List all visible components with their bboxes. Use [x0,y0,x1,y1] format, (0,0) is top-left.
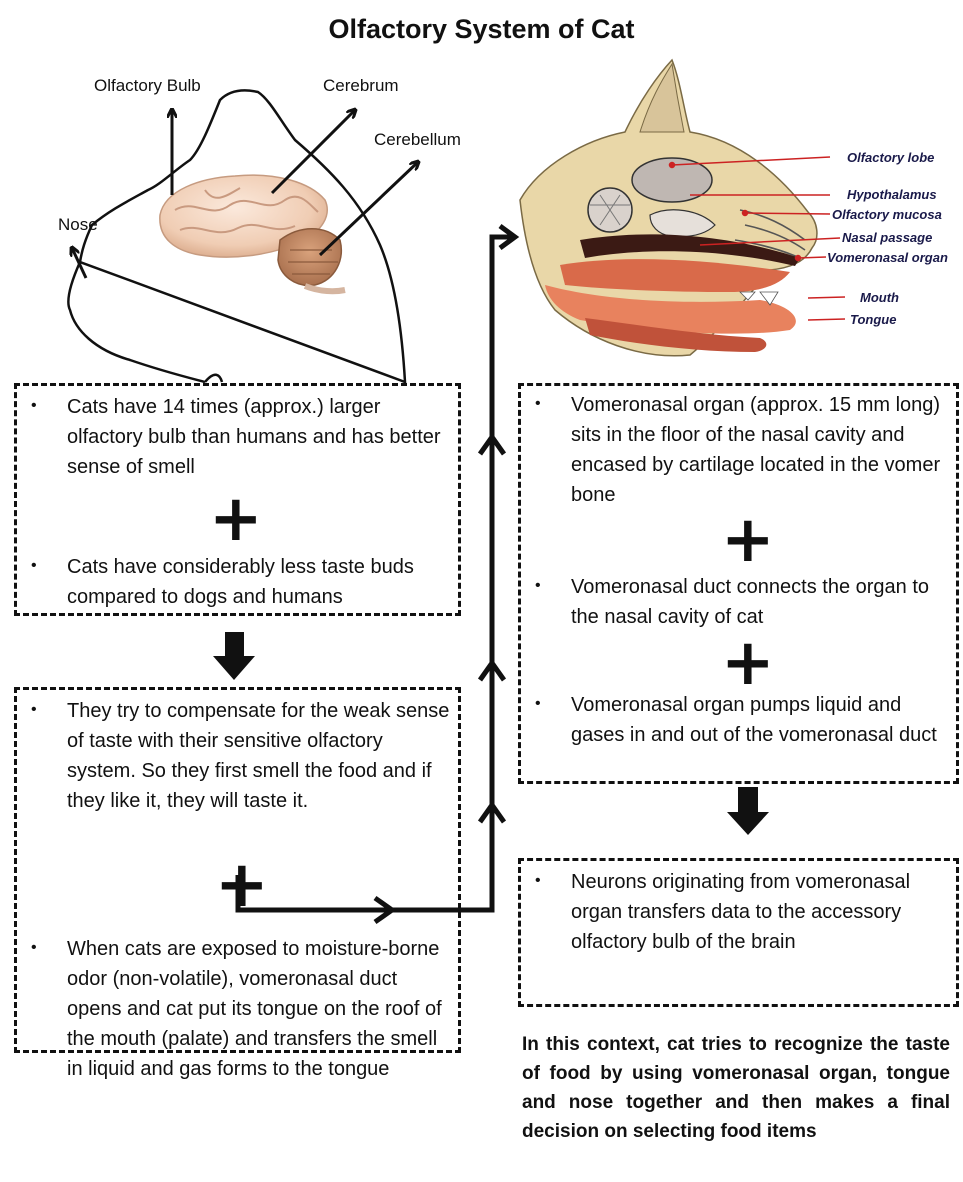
down-arrow-left [213,632,255,680]
box3-item2: Vomeronasal duct connects the organ to t… [571,572,951,632]
vomeronasal-organ-label: Vomeronasal organ [827,250,948,265]
bullet: • [535,873,541,889]
tongue-label: Tongue [850,312,896,327]
conclusion-text: In this context, cat tries to recognize … [522,1030,950,1146]
cerebrum-arrow [272,110,355,193]
down-arrow-right [727,787,769,835]
info-box-vomeronasal-organ: • Vomeronasal organ (approx. 15 mm long)… [518,383,959,784]
box4-item1: Neurons originating from vomeronasal org… [571,867,951,957]
hypothalamus-label: Hypothalamus [847,187,937,202]
box2-item2: When cats are exposed to moisture-borne … [67,934,455,1084]
box1-item1: Cats have 14 times (approx.) larger olfa… [67,392,447,482]
plus-icon: + [721,631,775,695]
plus-icon: + [721,508,775,572]
bullet: • [535,396,541,412]
plus-icon: + [209,487,263,551]
plus-icon: + [215,853,269,917]
cerebellum-label: Cerebellum [374,130,461,150]
bullet: • [535,696,541,712]
info-box-neurons: • Neurons originating from vomeronasal o… [518,858,959,1007]
olfactory-lobe-label: Olfactory lobe [847,150,934,165]
box1-item2: Cats have considerably less taste buds c… [67,552,452,612]
box3-item3: Vomeronasal organ pumps liquid and gases… [571,690,956,750]
cat-anatomy-illustration [520,60,817,356]
box3-item1: Vomeronasal organ (approx. 15 mm long) s… [571,390,951,510]
cerebrum-label: Cerebrum [323,76,399,96]
bullet: • [535,578,541,594]
olfactory-bulb-label: Olfactory Bulb [94,76,201,96]
bullet: • [31,558,37,574]
bullet: • [31,940,37,956]
nose-label: Nose [58,215,98,235]
brain-illustration [160,175,345,291]
nasal-passage-label: Nasal passage [842,230,932,245]
bullet: • [31,702,37,718]
olfactory-mucosa-label: Olfactory mucosa [832,207,942,222]
bullet: • [31,398,37,414]
info-box-olfactory-bulb: • Cats have 14 times (approx.) larger ol… [14,383,461,616]
mouth-label: Mouth [860,290,899,305]
info-box-compensation: • They try to compensate for the weak se… [14,687,461,1053]
box2-item1: They try to compensate for the weak sens… [67,696,455,816]
